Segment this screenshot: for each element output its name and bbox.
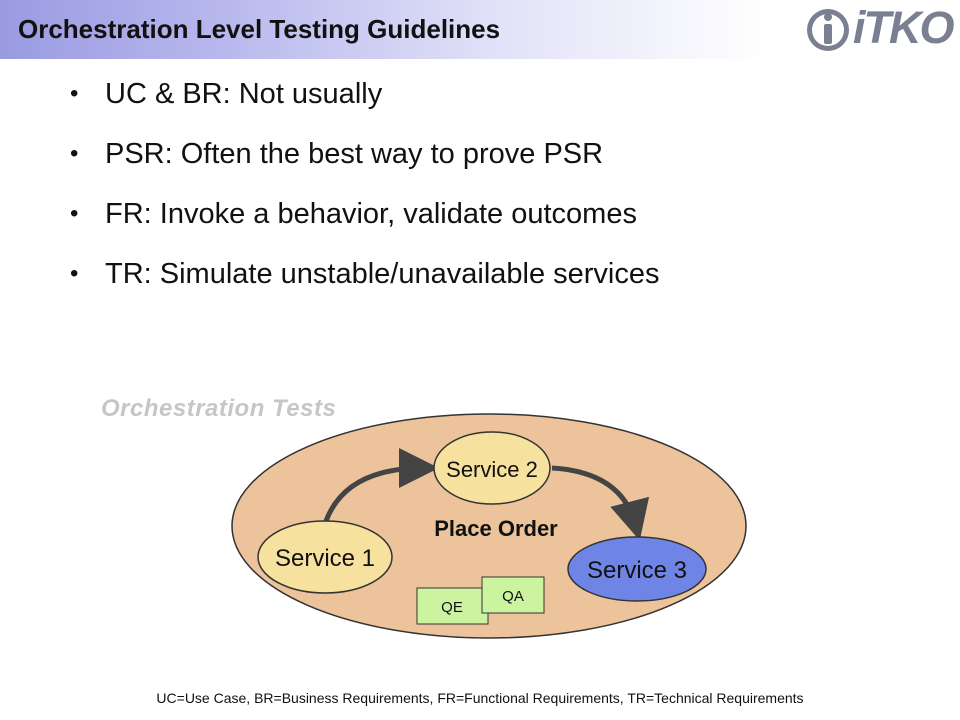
bullet-item: • UC & BR: Not usually — [70, 72, 660, 132]
bullet-item: • PSR: Often the best way to prove PSR — [70, 132, 660, 192]
qe-box — [416, 587, 489, 625]
bullet-text: FR: Invoke a behavior, validate outcomes — [105, 198, 637, 230]
footer-legend: UC=Use Case, BR=Business Requirements, F… — [156, 690, 804, 706]
arrow-service2-to-service3 — [551, 465, 650, 541]
service-3-label: Service 3 — [587, 557, 687, 584]
bullet-dot-icon: • — [70, 260, 79, 287]
orchestration-diagram: Service 2 Service 1 Service 3 Place Orde… — [231, 413, 747, 639]
bullet-item: • FR: Invoke a behavior, validate outcome… — [70, 192, 660, 252]
bullet-text: UC & BR: Not usually — [105, 78, 383, 110]
bullet-dot-icon: • — [70, 80, 79, 107]
bullet-text: TR: Simulate unstable/unavailable servic… — [105, 258, 660, 290]
service-1-label: Service 1 — [275, 545, 375, 572]
qe-label: QE — [441, 599, 463, 616]
orchestration-tests-label: Orchestration Tests — [101, 395, 337, 422]
bullet-dot-icon: • — [70, 200, 79, 227]
service-3-node — [567, 536, 707, 602]
place-order-label: Place Order — [434, 516, 558, 541]
service-1-node — [257, 520, 393, 594]
itko-logo-icon — [807, 9, 849, 51]
logo-text: iTKO — [853, 2, 954, 53]
title-bar: Orchestration Level Testing Guidelines — [0, 0, 770, 59]
qa-box — [481, 576, 545, 614]
service-2-label: Service 2 — [446, 457, 538, 482]
bullet-list: • UC & BR: Not usually • PSR: Often the be… — [70, 72, 660, 312]
qa-label: QA — [502, 588, 524, 605]
bullet-item: • TR: Simulate unstable/unavailable servi… — [70, 252, 660, 312]
bullet-text: PSR: Often the best way to prove PSR — [105, 138, 604, 170]
bullet-dot-icon: • — [70, 140, 79, 167]
service-2-node — [433, 431, 551, 505]
slide-title: Orchestration Level Testing Guidelines — [18, 14, 501, 44]
arrow-service1-to-service2 — [323, 448, 439, 522]
